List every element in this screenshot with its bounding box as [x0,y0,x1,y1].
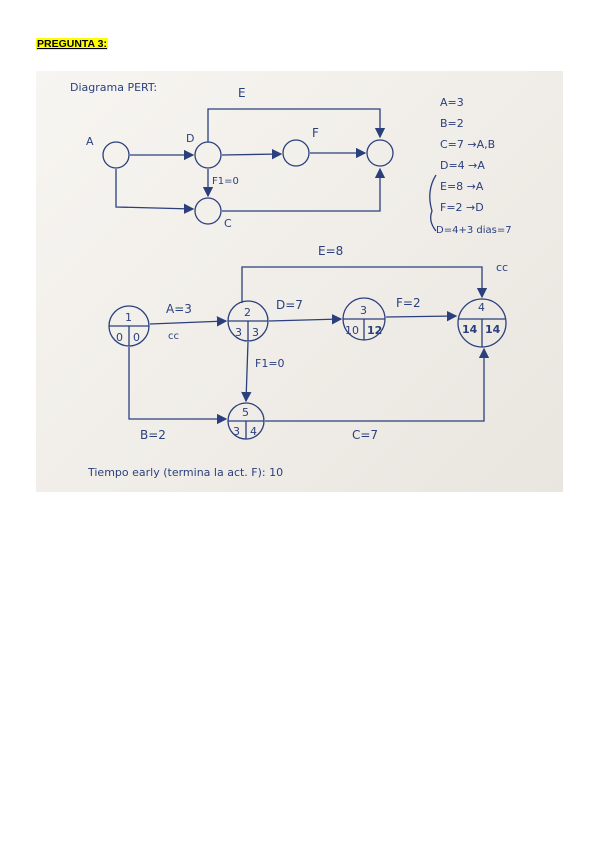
duration-e: E=8 →A [440,180,484,193]
node-3-id: 3 [360,304,367,317]
top-node-c [194,197,222,225]
label-dummy-bottom: F1=0 [255,357,285,370]
label-e8: E=8 [318,244,343,258]
label-b2: B=2 [140,428,166,442]
label-cc: cc [496,261,508,274]
top-node-end [366,139,394,167]
arrow-d [268,314,343,325]
node-2-early: 3 [235,326,242,339]
diagram-title: Diagrama PERT: [70,81,157,94]
label-dummy-top: F1=0 [212,176,239,187]
label-a3: A=3 [166,302,192,316]
duration-d: D=4 →A [440,159,485,172]
question-heading: PREGUNTA 3: [36,38,109,50]
node-3-early: 10 [345,324,359,337]
node-1: 1 0 0 [116,311,140,344]
arrow-dummy [241,341,252,403]
node-5-late: 4 [250,425,257,438]
arrow-a [149,316,228,327]
duration-d-note: D=4+3 dias=7 [436,225,512,236]
node-5-early: 3 [233,425,240,438]
label-edge-f: F [312,126,319,140]
duration-f: F=2 →D [440,201,484,214]
node-5-id: 5 [242,406,249,419]
label-d7: D=7 [276,298,303,312]
node-3-late: 12 [367,324,382,337]
top-arrow-c-end [222,167,386,212]
duration-a: A=3 [440,96,464,109]
label-node-a: A [86,135,94,148]
duration-b: B=2 [440,117,464,130]
label-f2: F=2 [396,296,421,310]
label-c7: C=7 [352,428,378,442]
top-arrow-d-f [221,148,283,160]
top-node-a [102,141,130,169]
node-2-id: 2 [244,306,251,319]
node-5: 5 3 4 [233,406,257,438]
top-arrow-e [207,108,386,142]
answer-early-time: Tiempo early (termina la act. F): 10 [87,466,283,479]
duration-c: C=7 →A,B [440,138,495,151]
durations-list: A=3 B=2 C=7 →A,B D=4 →A E=8 →A F=2 →D D=… [436,96,512,236]
node-1-late: 0 [133,331,140,344]
node-4-id: 4 [478,301,485,314]
node-4-late: 14 [485,323,501,336]
arrow-f [385,310,458,322]
arrow-b [128,347,228,425]
top-arrow-a-c [115,169,195,214]
node-4: 4 14 14 [462,301,501,336]
pert-sketch: Diagrama PERT: A D C E F F1=0 A=3 B=2 C=… [70,81,512,479]
label-node-c: C [224,217,232,230]
node-2-late: 3 [252,326,259,339]
top-node-d [194,141,222,169]
node-3: 3 10 12 [345,304,382,337]
node-1-early: 0 [116,331,123,344]
node-2: 2 3 3 [235,306,259,339]
label-a-cc: cc [168,331,179,342]
node-1-id: 1 [125,311,132,324]
top-node-f [282,139,310,167]
label-edge-e: E [238,86,246,100]
label-node-d: D [186,132,194,145]
handwritten-pert-photo: Diagrama PERT: A D C E F F1=0 A=3 B=2 C=… [36,71,563,492]
arrow-c [265,347,490,422]
brace [429,174,437,232]
arrow-e [241,266,488,303]
node-4-early: 14 [462,323,478,336]
